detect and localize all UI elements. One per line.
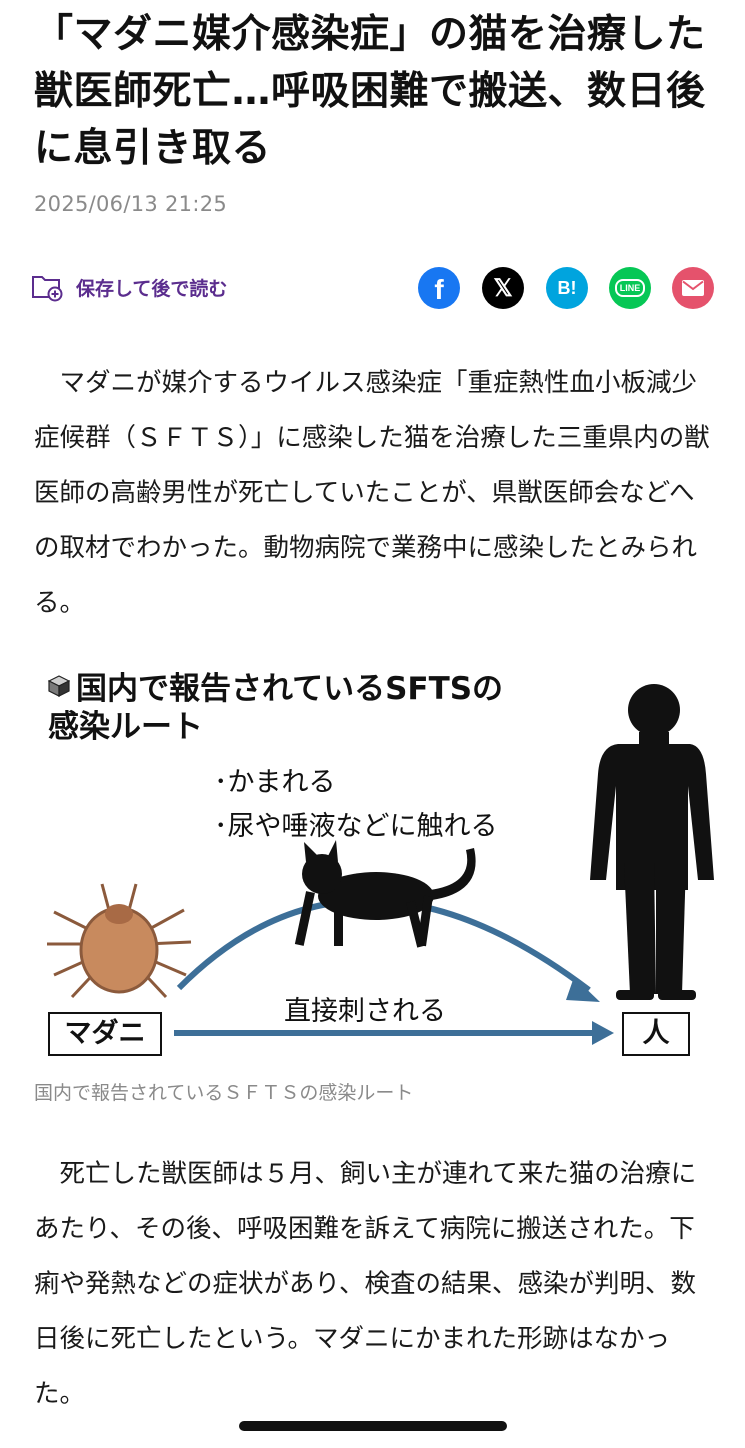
sfts-infection-route-figure: 国内で報告されているSFTSの 感染ルート ･かまれる ･尿や唾液などに触れる … bbox=[34, 652, 714, 1072]
home-indicator[interactable] bbox=[239, 1421, 507, 1431]
article-paragraph-2: 死亡した獣医師は５月、飼い主が連れて来た猫の治療にあたり、その後、呼吸困難を訴え… bbox=[34, 1159, 697, 1409]
x-share-button[interactable]: 𝕏 bbox=[482, 267, 524, 309]
human-label-box: 人 bbox=[622, 1012, 690, 1056]
route-contact-label: ･尿や唾液などに触れる bbox=[214, 811, 498, 842]
article-paragraph-1: マダニが媒介するウイルス感染症「重症熱性血小板減少症候群（ＳＦＴＳ）」に感染した… bbox=[34, 368, 710, 618]
human-silhouette bbox=[590, 684, 714, 1000]
line-share-button[interactable]: LINE bbox=[609, 267, 651, 309]
mail-share-button[interactable] bbox=[672, 267, 714, 309]
route-bite-label: ･かまれる bbox=[214, 767, 336, 798]
cat-silhouette bbox=[294, 840, 476, 948]
facebook-share-button[interactable]: f bbox=[418, 267, 460, 309]
tick-head bbox=[105, 904, 133, 924]
figure-title: 国内で報告されているSFTSの 感染ルート bbox=[48, 670, 503, 746]
hatena-bookmark-icon: B! bbox=[557, 277, 577, 298]
publish-date: 2025/06/13 21:25 bbox=[34, 192, 228, 216]
hatena-bookmark-button[interactable]: B! bbox=[546, 267, 588, 309]
tick-label-box: マダニ bbox=[48, 1012, 162, 1056]
mail-icon bbox=[682, 280, 704, 296]
folder-plus-icon bbox=[32, 276, 63, 302]
direct-route-label: 直接刺される bbox=[284, 996, 446, 1027]
cube-icon bbox=[48, 675, 70, 697]
facebook-icon: f bbox=[434, 274, 444, 305]
indirect-route-arrowhead bbox=[566, 977, 600, 1002]
save-for-later-button[interactable]: 保存して後で読む bbox=[30, 270, 227, 304]
direct-route-arrowhead bbox=[592, 1021, 614, 1045]
figure-title-line1: 国内で報告されているSFTSの bbox=[76, 671, 504, 707]
line-icon: LINE bbox=[614, 279, 646, 297]
figure-caption: 国内で報告されているＳＦＴＳの感染ルート bbox=[34, 1082, 414, 1104]
figure-title-line2: 感染ルート bbox=[48, 709, 203, 745]
figure-artwork bbox=[47, 684, 714, 1045]
article-headline: 「マダニ媒介感染症」の猫を治療した獣医師死亡…呼吸困難で搬送、数日後に息引き取る bbox=[34, 12, 706, 171]
save-for-later-label: 保存して後で読む bbox=[76, 277, 228, 300]
x-icon: 𝕏 bbox=[493, 274, 513, 302]
